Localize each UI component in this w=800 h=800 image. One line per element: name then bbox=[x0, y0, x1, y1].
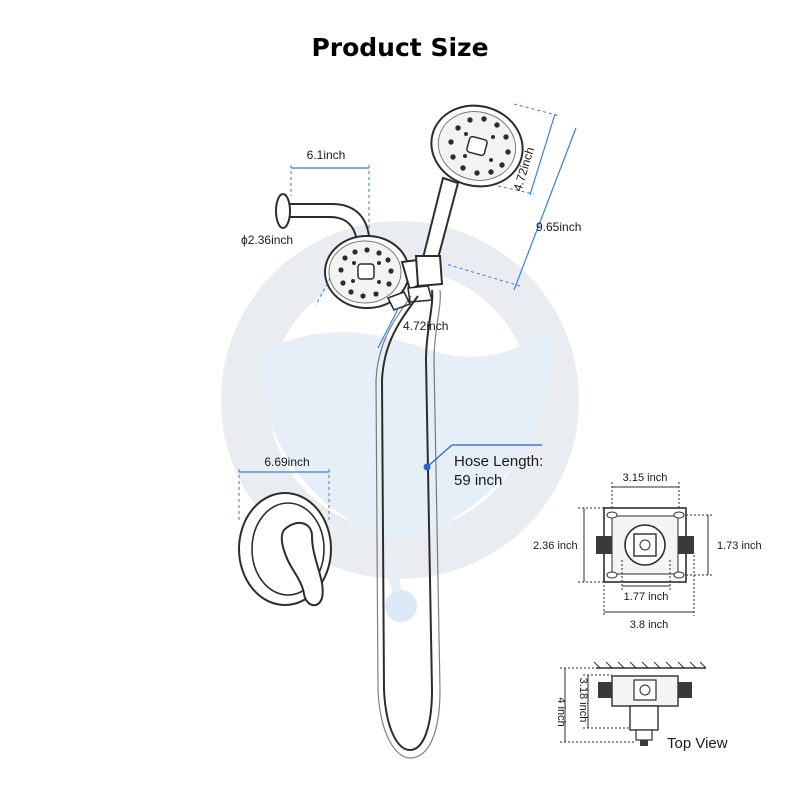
valve-dimension-lines bbox=[578, 482, 714, 616]
side-depth-label: 4 inch bbox=[555, 697, 567, 726]
valve-left-height-label: 2.36 inch bbox=[533, 540, 578, 552]
handheld-length-label: 9.65inch bbox=[536, 220, 581, 234]
dimension-lines bbox=[238, 103, 577, 520]
top-view-label: Top View bbox=[667, 735, 728, 752]
fixed-shower-head bbox=[324, 235, 426, 312]
valve-inner-width-label: 1.77 inch bbox=[624, 591, 669, 603]
valve-front-view bbox=[596, 507, 694, 583]
valve-top-view-dimensions bbox=[560, 667, 636, 743]
trim-plate-handle bbox=[238, 492, 332, 607]
hand-shower-holder bbox=[407, 255, 444, 303]
page-title: Product Size bbox=[311, 33, 488, 62]
arm-reach-label: 6.1inch bbox=[307, 148, 346, 162]
hose-callout bbox=[423, 444, 542, 471]
side-inner-depth-label: 3.18 inch bbox=[577, 678, 589, 723]
hand-shower bbox=[421, 104, 524, 264]
flange-diameter-label: ϕ2.36inch bbox=[241, 233, 293, 247]
shower-arm bbox=[275, 193, 370, 248]
fixed-head-diameter-label: 4.72inch bbox=[403, 319, 448, 333]
watermark-logo bbox=[221, 221, 579, 625]
hose-length-label: Hose Length: bbox=[454, 453, 543, 470]
valve-top-width-label: 3.15 inch bbox=[623, 472, 668, 484]
hose-length-value: 59 inch bbox=[454, 472, 502, 489]
valve-total-width-label: 3.8 inch bbox=[630, 619, 669, 631]
valve-right-height-label: 1.73 inch bbox=[717, 540, 762, 552]
trim-plate-width-label: 6.69inch bbox=[264, 455, 309, 469]
shower-hose bbox=[375, 289, 441, 759]
valve-top-view bbox=[593, 661, 707, 746]
